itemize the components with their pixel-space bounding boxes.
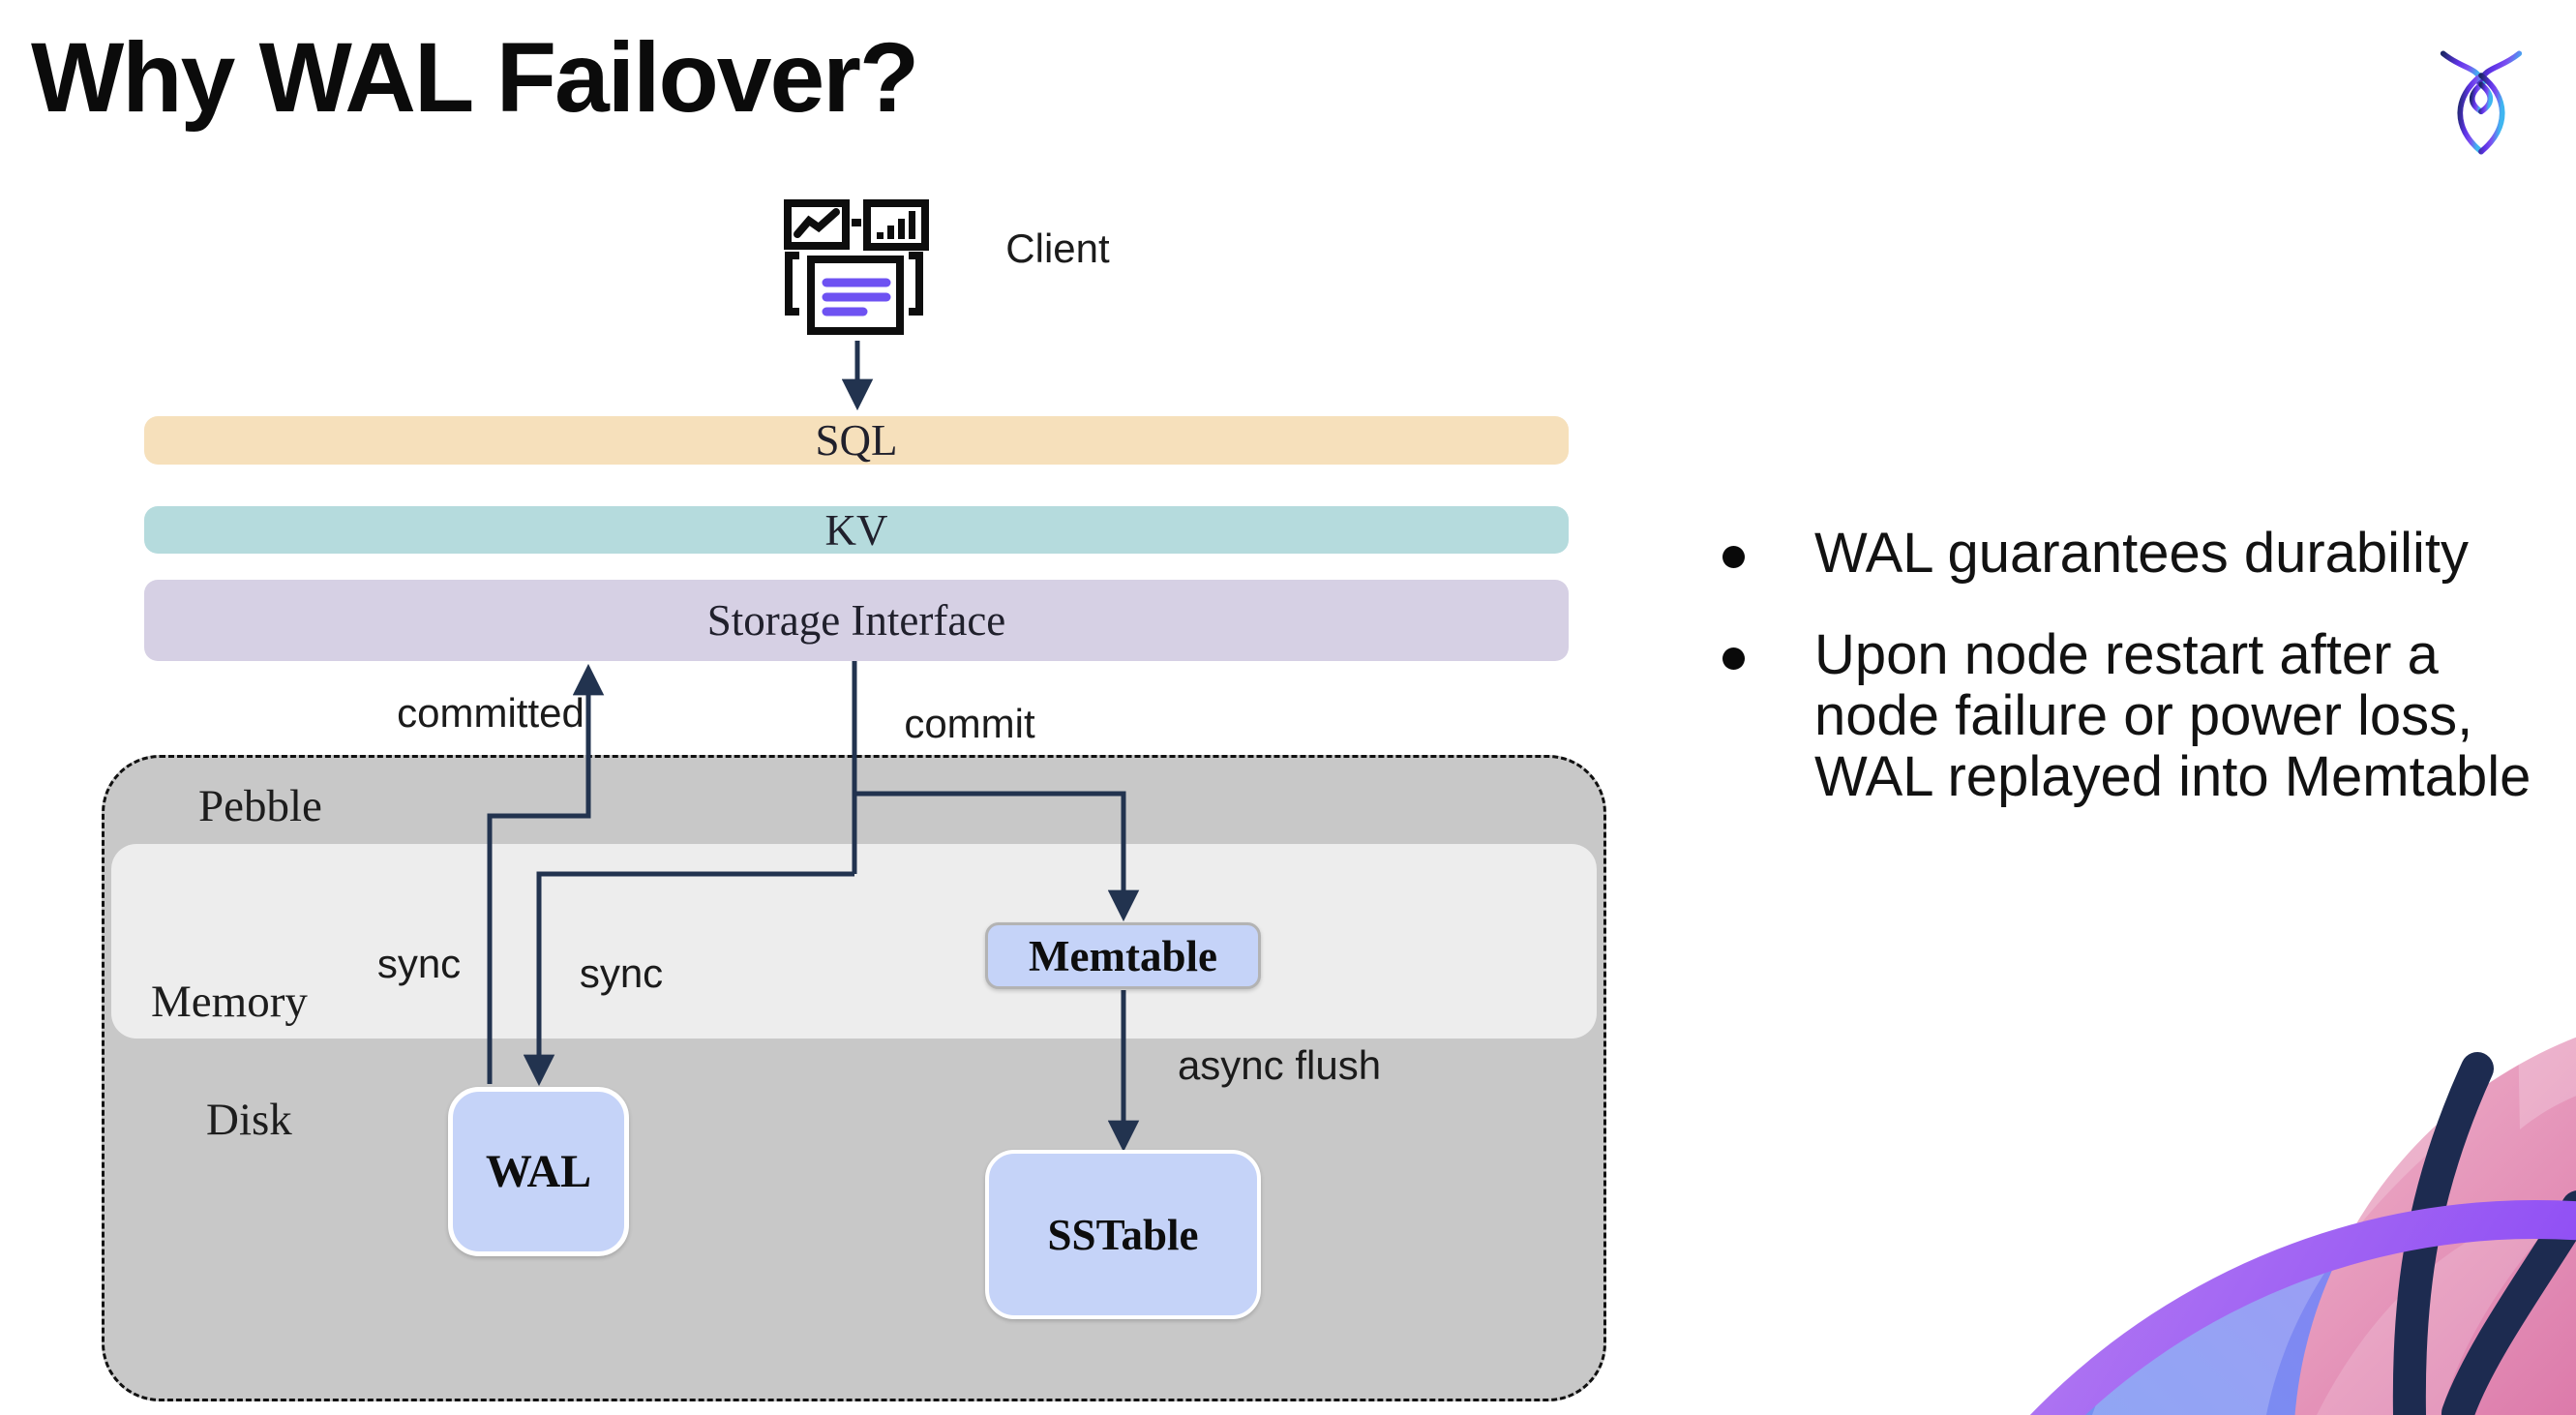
slide-title: Why WAL Failover?	[31, 22, 919, 133]
client-label: Client	[1005, 226, 1110, 271]
list-item: Upon node restart after a node failure o…	[1715, 624, 2566, 807]
sstable-box: SSTable	[985, 1150, 1261, 1319]
layer-label-sql: SQL	[815, 416, 898, 465]
edge-label-committed: committed	[397, 690, 584, 736]
edge-label-sync-left: sync	[376, 941, 462, 986]
edge-label-sync-right: sync	[579, 950, 664, 996]
wal-box-label: WAL	[485, 1146, 592, 1197]
bullet-dot	[1722, 546, 1745, 568]
bullet-text: Upon node restart after a node failure o…	[1814, 623, 2531, 808]
layer-bar-sql: SQL	[144, 416, 1569, 465]
bullet-text: WAL guarantees durability	[1814, 522, 2469, 585]
cockroachdb-brand-art	[2029, 1017, 2576, 1415]
layer-label-storage-interface: Storage Interface	[706, 596, 1006, 645]
wal-box: WAL	[448, 1087, 629, 1256]
pebble-label: Pebble	[198, 781, 322, 831]
memtable-box: Memtable	[985, 922, 1261, 989]
layer-label-kv: KV	[824, 505, 888, 555]
memory-band	[111, 844, 1597, 1039]
sstable-box-label: SSTable	[1047, 1210, 1199, 1259]
list-item: WAL guarantees durability	[1715, 523, 2566, 584]
layer-bar-storage-interface: Storage Interface	[144, 580, 1569, 661]
disk-label: Disk	[206, 1095, 292, 1145]
memtable-box-label: Memtable	[1029, 931, 1217, 980]
edge-label-commit: commit	[904, 701, 1035, 746]
layer-bar-kv: KV	[144, 505, 1569, 555]
cockroachdb-logo-icon	[2440, 50, 2523, 155]
client-icon	[784, 199, 929, 335]
edge-label-async-flush: async flush	[1177, 1042, 1382, 1088]
bullet-dot	[1722, 647, 1745, 670]
bullet-list: WAL guarantees durability Upon node rest…	[1715, 523, 2566, 848]
memory-label: Memory	[151, 977, 308, 1027]
